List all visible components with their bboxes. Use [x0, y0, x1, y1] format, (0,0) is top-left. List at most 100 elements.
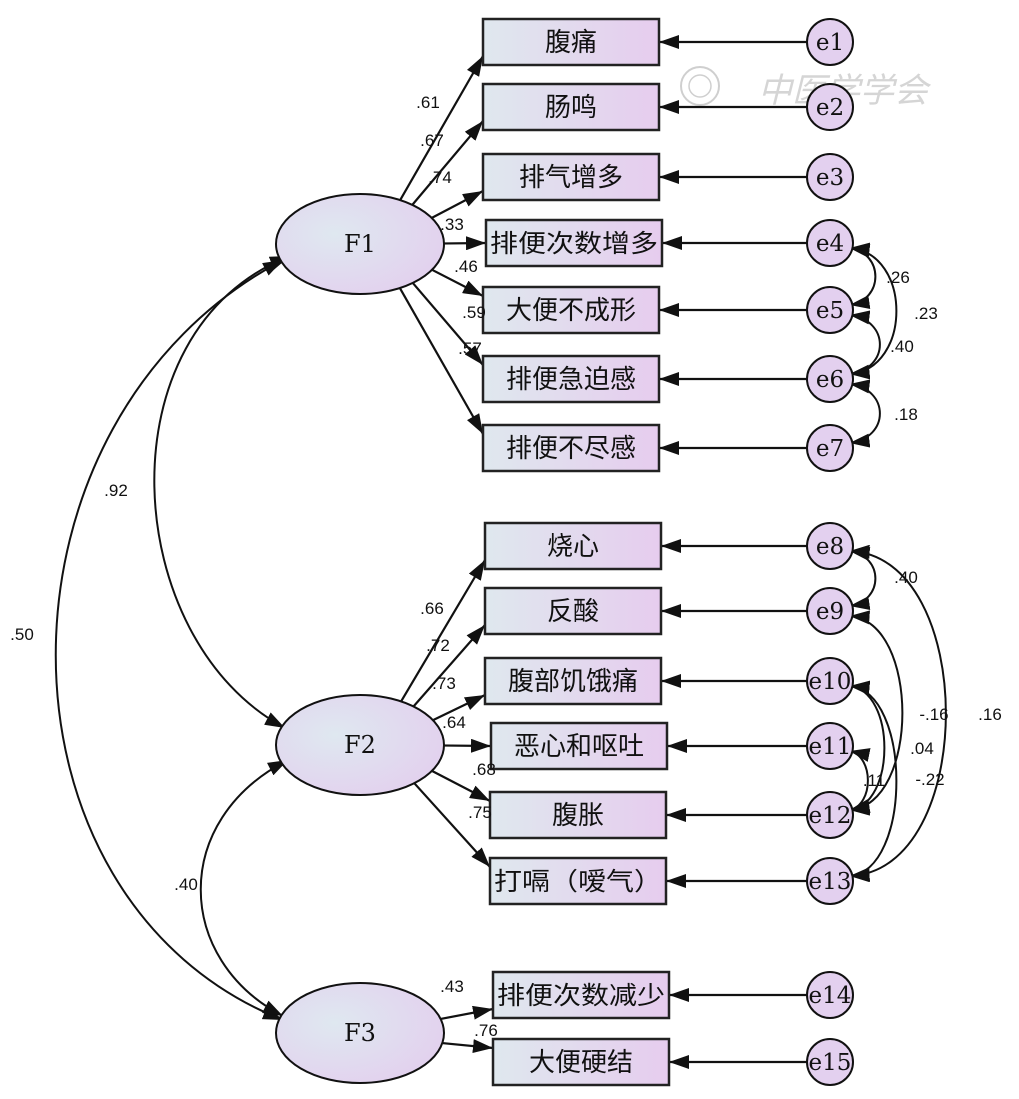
error-circle [806, 286, 854, 334]
error-circle [806, 857, 854, 905]
indicator-box [483, 521, 663, 571]
indicator-label: 大便不成形 [506, 296, 636, 326]
loading-arrow [403, 272, 484, 366]
error-covariance-label: .26 [886, 268, 910, 287]
indicator-box [481, 354, 661, 404]
error-covariance-label: .40 [890, 337, 914, 356]
loading-label: .57 [458, 339, 482, 358]
indicator-box [481, 17, 661, 67]
loading-label: .59 [462, 303, 486, 322]
loading-label: .66 [420, 599, 444, 618]
factor-ellipse-f2 [275, 694, 445, 796]
loading-arrow [393, 559, 486, 713]
loading-label: .76 [474, 1021, 498, 1040]
indicator-box [489, 721, 669, 771]
error-covariance-arc [849, 546, 877, 611]
error-circle [806, 219, 854, 267]
error-covariance-arc [849, 544, 947, 883]
indicator-label: 腹胀 [552, 801, 604, 831]
loading-label: .64 [442, 713, 466, 732]
error-covariance-label: .18 [894, 405, 918, 424]
error-covariance-label: -.16 [919, 705, 948, 724]
error-label: e4 [816, 231, 844, 257]
indicator-label: 反酸 [547, 597, 599, 627]
error-label: e1 [816, 30, 844, 56]
error-circle [806, 722, 854, 770]
error-covariance-arc [849, 748, 871, 813]
indicator-box [488, 790, 668, 840]
error-covariance-label: .11 [863, 771, 885, 790]
error-circle [806, 83, 854, 131]
indicator-box [488, 856, 668, 906]
error-covariance-arc [849, 379, 881, 448]
error-label: e5 [816, 298, 844, 324]
error-circle [806, 18, 854, 66]
loading-label: .33 [440, 215, 464, 234]
indicator-label: 大便硬结 [529, 1048, 633, 1078]
indicator-box [483, 656, 663, 706]
error-covariance-arc [849, 610, 904, 816]
loading-label: .43 [440, 977, 464, 996]
factor-label: F2 [344, 731, 376, 759]
error-label: e8 [816, 534, 844, 560]
factor-ellipse-f1 [275, 193, 445, 295]
factor-correlation-label: .40 [174, 875, 198, 894]
indicator-label: 排便次数增多 [490, 229, 658, 258]
error-circle [806, 424, 854, 472]
loading-arrow [403, 624, 486, 718]
factor-label: F1 [344, 230, 376, 258]
error-covariance-label: .23 [914, 304, 938, 323]
error-circle [806, 971, 854, 1019]
error-circle [806, 657, 854, 705]
loading-label: .72 [426, 636, 450, 655]
indicator-label: 打嗝（嗳气） [494, 867, 662, 896]
error-label: e9 [816, 599, 844, 625]
indicator-label: 肠鸣 [545, 93, 597, 123]
indicator-label: 腹部饥饿痛 [508, 667, 638, 697]
loading-label: .61 [416, 93, 440, 112]
indicator-label: 腹痛 [545, 28, 597, 58]
factor-label: F3 [344, 1019, 376, 1047]
indicator-label: 排气增多 [519, 163, 623, 193]
factor-correlation-arc [153, 255, 291, 729]
indicator-box [483, 586, 663, 636]
error-circle [806, 153, 854, 201]
error-circle [806, 587, 854, 635]
error-circle [806, 522, 854, 570]
factor-correlation-label: .92 [104, 481, 128, 500]
error-label: e6 [816, 367, 844, 393]
error-label: e11 [809, 734, 852, 760]
error-circle [806, 791, 854, 839]
indicator-label: 排便急迫感 [506, 365, 636, 395]
loading-arrow [402, 120, 484, 216]
indicator-label: 排便次数减少 [497, 981, 665, 1010]
loading-label: .75 [468, 803, 492, 822]
factor-correlation-label: .50 [10, 625, 34, 644]
indicator-label: 烧心 [547, 532, 599, 562]
loading-arrow [404, 772, 491, 868]
indicator-box [481, 423, 661, 473]
factor-correlation-arc [199, 759, 289, 1017]
error-label: e14 [809, 983, 852, 1009]
loading-label: .73 [432, 674, 456, 693]
error-label: e12 [809, 803, 852, 829]
error-label: e3 [816, 165, 844, 191]
loading-arrow [393, 55, 484, 212]
indicator-box [491, 970, 671, 1020]
loading-label: .46 [454, 257, 478, 276]
indicator-box [491, 1037, 671, 1087]
factor-correlation-arc [54, 259, 284, 1021]
indicator-box [481, 152, 661, 202]
error-covariance-arc [849, 680, 898, 882]
loading-label: .67 [420, 131, 444, 150]
loading-label: .68 [472, 760, 496, 779]
error-label: e15 [809, 1050, 852, 1076]
error-circle [806, 355, 854, 403]
error-covariance-label: .04 [910, 739, 934, 758]
error-covariance-label: .16 [978, 705, 1002, 724]
indicator-label: 排便不尽感 [506, 434, 636, 464]
error-label: e2 [816, 95, 844, 121]
indicator-box [484, 218, 664, 268]
